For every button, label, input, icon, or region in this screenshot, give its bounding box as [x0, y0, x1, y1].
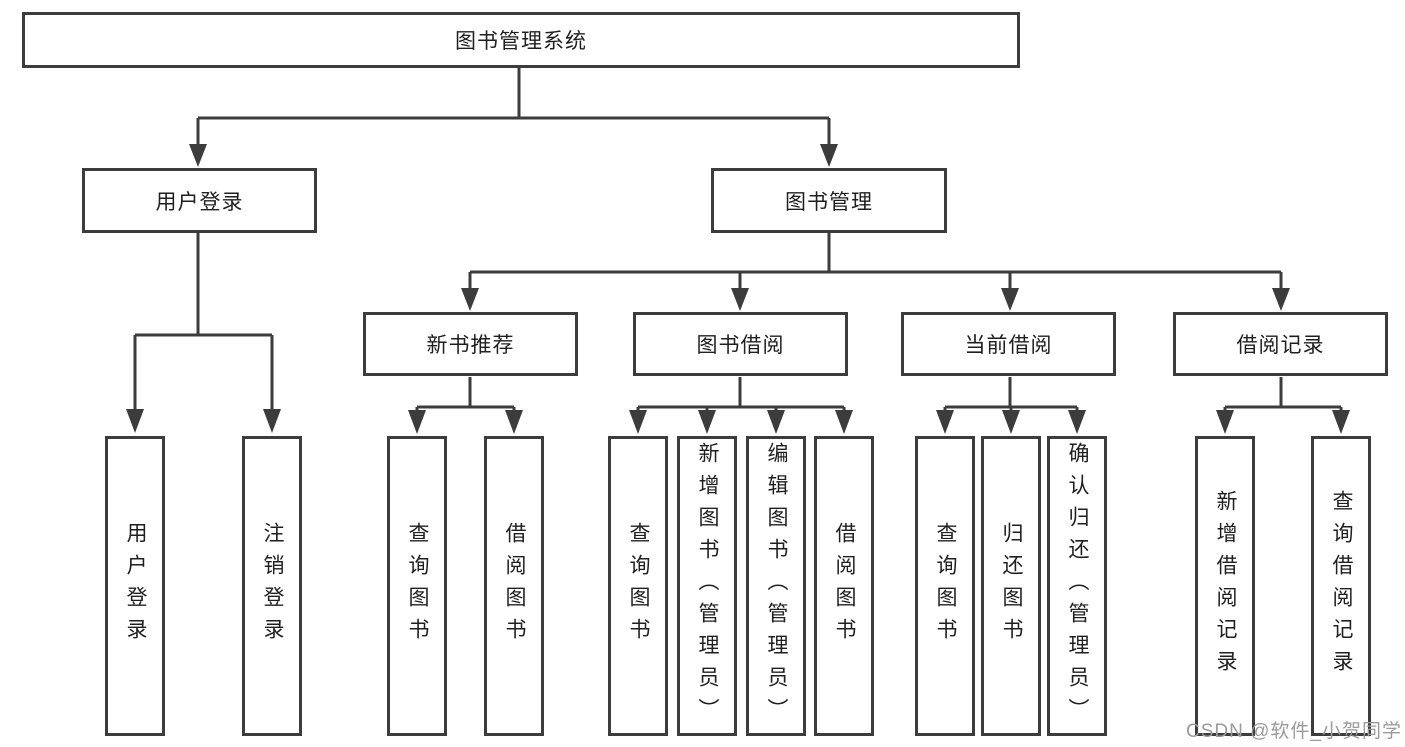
leaf-query-borrow-record: 查询借阅记录 — [1311, 436, 1371, 736]
leaf-borrow-books-label: 借阅图书 — [833, 522, 856, 650]
leaf-add-borrow-record: 新增借阅记录 — [1195, 436, 1255, 736]
leaf-add-books-admin: 新增图书（管理员） — [677, 436, 737, 736]
node-book-borrow: 图书借阅 — [633, 312, 848, 376]
leaf-edit-books-admin-label: 编辑图书（管理员） — [765, 442, 788, 730]
leaf-query-books-recommend: 查询图书 — [387, 436, 447, 736]
leaf-add-borrow-record-label: 新增借阅记录 — [1214, 490, 1237, 682]
node-current-borrow-label: 当前借阅 — [964, 334, 1053, 357]
leaf-query-books-borrow-label: 查询图书 — [627, 522, 650, 650]
leaf-add-books-admin-label: 新增图书（管理员） — [696, 442, 719, 730]
node-current-borrow: 当前借阅 — [901, 312, 1116, 376]
leaf-return-books: 归还图书 — [981, 436, 1041, 736]
leaf-return-books-label: 归还图书 — [1000, 522, 1023, 650]
leaf-borrow-books-recommend: 借阅图书 — [484, 436, 544, 736]
node-root-label: 图书管理系统 — [455, 30, 587, 53]
node-root: 图书管理系统 — [22, 12, 1020, 68]
leaf-query-books-borrow: 查询图书 — [608, 436, 668, 736]
leaf-query-borrow-record-label: 查询借阅记录 — [1330, 490, 1353, 682]
node-new-book-recommend-label: 新书推荐 — [426, 334, 515, 357]
csdn-watermark: CSDN @软件_小贺同学 — [1186, 721, 1402, 742]
leaf-logout: 注销登录 — [242, 436, 302, 736]
node-borrow-record: 借阅记录 — [1173, 312, 1388, 376]
leaf-user-login: 用户登录 — [105, 436, 165, 736]
leaf-logout-label: 注销登录 — [261, 522, 284, 650]
leaf-borrow-books: 借阅图书 — [814, 436, 874, 736]
leaf-query-books-current-label: 查询图书 — [934, 522, 957, 650]
node-book-management-label: 图书管理 — [785, 190, 873, 214]
node-user-login: 用户登录 — [82, 168, 317, 233]
leaf-user-login-label: 用户登录 — [124, 522, 147, 650]
node-book-management: 图书管理 — [711, 168, 947, 233]
node-book-borrow-label: 图书借阅 — [696, 334, 785, 357]
node-borrow-record-label: 借阅记录 — [1236, 334, 1325, 357]
leaf-borrow-books-recommend-label: 借阅图书 — [503, 522, 526, 650]
leaf-confirm-return-admin: 确认归还（管理员） — [1047, 436, 1107, 736]
leaf-query-books-current: 查询图书 — [915, 436, 975, 736]
node-user-login-label: 用户登录 — [155, 190, 244, 214]
leaf-confirm-return-admin-label: 确认归还（管理员） — [1066, 442, 1089, 730]
node-new-book-recommend: 新书推荐 — [363, 312, 578, 376]
leaf-query-books-recommend-label: 查询图书 — [406, 522, 429, 650]
leaf-edit-books-admin: 编辑图书（管理员） — [746, 436, 806, 736]
